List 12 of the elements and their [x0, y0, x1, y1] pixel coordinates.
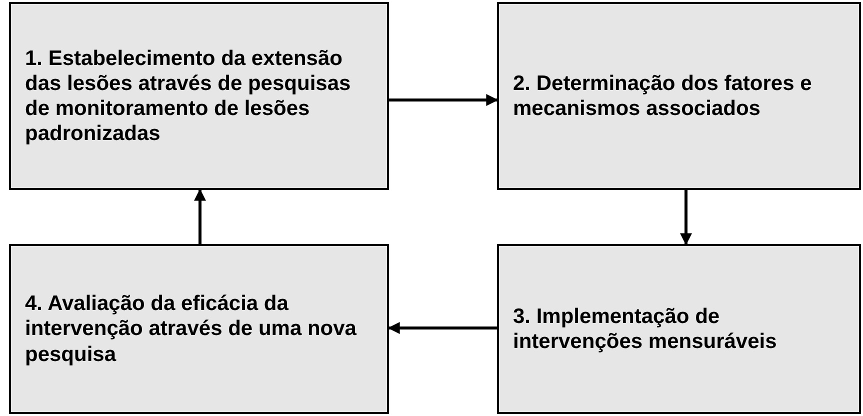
process-box: [497, 2, 861, 190]
step-text: 1. Estabelecimento da extensão das lesões através de pesquisas de monitoramento de lesões padronizadas: [25, 46, 352, 146]
arrow: [680, 190, 692, 246]
arrow: [194, 188, 206, 244]
process-box: [9, 244, 389, 414]
process-box: [9, 2, 389, 190]
process-box: [497, 244, 861, 414]
arrow: [389, 94, 498, 106]
step-text: 4. Avaliação da eficácia da intervenção através de uma nova pesquisa: [25, 291, 358, 367]
step-text: 3. Implementação de intervenções mensuráveis: [513, 304, 778, 354]
step-text: 2. Determinação dos fatores e mecanismos associados: [513, 70, 813, 122]
arrow: [388, 322, 497, 334]
